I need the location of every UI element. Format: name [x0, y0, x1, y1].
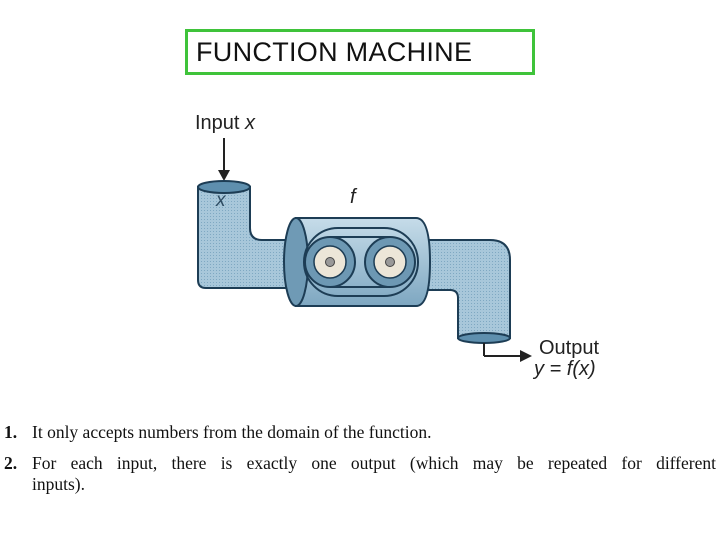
roller-right [364, 236, 416, 288]
input-pipe [197, 180, 301, 289]
note-text: For each input, there is exactly one out… [32, 453, 716, 494]
output-expression: y = f(x) [534, 358, 596, 380]
output-label: Output [539, 337, 600, 359]
input-arrow [218, 138, 230, 181]
note-text: It only accepts numbers from the domain … [32, 422, 432, 442]
note-number: 2. [4, 453, 18, 473]
title-box: FUNCTION MACHINE [185, 29, 535, 75]
notes-list: 1. It only accepts numbers from the doma… [4, 422, 716, 505]
output-arrow [483, 343, 532, 362]
note-number: 1. [4, 422, 18, 442]
function-label: f [350, 186, 356, 208]
output-pipe [415, 239, 511, 344]
note-item: 1. It only accepts numbers from the doma… [4, 422, 716, 443]
input-variable-label: x [216, 190, 226, 211]
roller-left [304, 236, 356, 288]
page-title: FUNCTION MACHINE [196, 36, 473, 67]
input-label: Input x [195, 112, 256, 134]
note-item: 2. For each input, there is exactly one … [4, 453, 716, 495]
